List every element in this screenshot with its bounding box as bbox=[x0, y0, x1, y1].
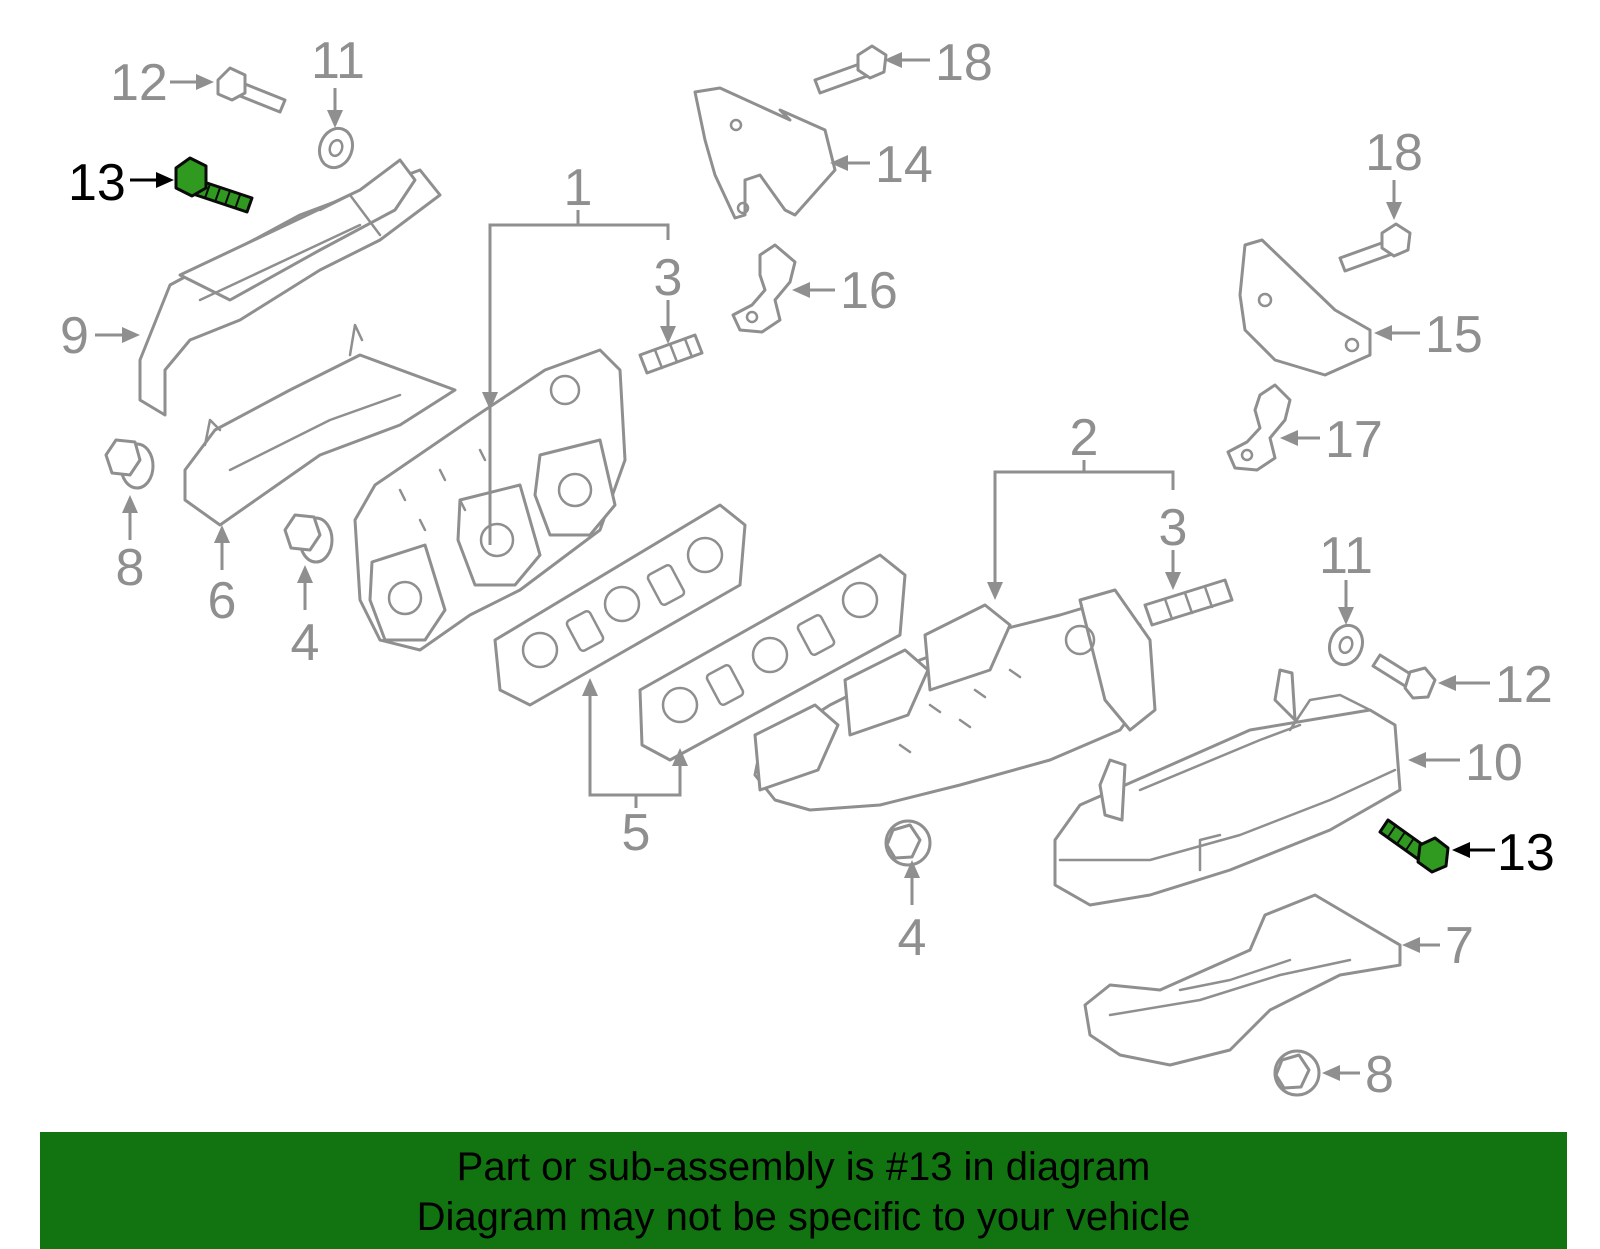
callout-11-right: 11 bbox=[1319, 527, 1373, 585]
part-4-nut-left[interactable] bbox=[283, 513, 334, 564]
part-18-bolt-right[interactable] bbox=[1338, 222, 1412, 273]
part-18-bolt-top[interactable] bbox=[813, 44, 888, 95]
part-2-exhaust-manifold[interactable] bbox=[753, 588, 1157, 812]
part-3-stud-left[interactable] bbox=[638, 333, 704, 375]
banner-line-disclaimer: Diagram may not be specific to your vehi… bbox=[416, 1195, 1191, 1239]
part-12-bolt-right[interactable] bbox=[1371, 653, 1437, 700]
callout-3-left: 3 bbox=[654, 249, 683, 307]
callout-10: 10 bbox=[1465, 734, 1523, 792]
callout-12-right: 12 bbox=[1495, 656, 1553, 714]
leader-lines bbox=[95, 52, 1495, 1081]
callout-7: 7 bbox=[1445, 917, 1474, 975]
part-11-washer-right[interactable] bbox=[1324, 621, 1368, 670]
callout-2: 2 bbox=[1070, 409, 1099, 467]
part-15-bracket[interactable] bbox=[1238, 238, 1372, 377]
callout-18-top: 18 bbox=[935, 34, 993, 92]
callout-15: 15 bbox=[1425, 306, 1483, 364]
part-10-heat-shield[interactable] bbox=[1053, 668, 1402, 907]
callout-14: 14 bbox=[875, 136, 933, 194]
part-8-nut-left[interactable] bbox=[104, 438, 155, 490]
callout-12-left: 12 bbox=[110, 54, 168, 112]
part-13-bolt-right[interactable] bbox=[1378, 818, 1450, 874]
callout-11-left: 11 bbox=[311, 32, 365, 90]
part-16-bracket[interactable] bbox=[731, 243, 797, 334]
callout-13-left: 13 bbox=[68, 154, 126, 212]
callout-8-left: 8 bbox=[116, 539, 145, 597]
callout-8-right: 8 bbox=[1365, 1046, 1394, 1104]
callout-3-right: 3 bbox=[1159, 499, 1188, 557]
part-3-stud-right[interactable] bbox=[1143, 578, 1234, 627]
callout-9: 9 bbox=[60, 307, 89, 365]
part-6-heat-shield[interactable] bbox=[183, 323, 457, 527]
callout-18-right: 18 bbox=[1365, 124, 1423, 182]
callout-16: 16 bbox=[840, 262, 898, 320]
callout-4-right: 4 bbox=[898, 909, 927, 967]
part-8-nut-right[interactable] bbox=[1273, 1049, 1321, 1097]
part-5-gaskets[interactable] bbox=[493, 503, 907, 762]
part-9-heat-shield[interactable] bbox=[138, 158, 442, 417]
callout-4-left: 4 bbox=[291, 614, 320, 672]
part-4-nut-right[interactable] bbox=[884, 819, 932, 867]
info-banner: Part or sub-assembly is #13 in diagram D… bbox=[40, 1132, 1567, 1249]
banner-line-part: Part or sub-assembly is #13 in diagram bbox=[456, 1145, 1151, 1189]
part-7-heat-shield[interactable] bbox=[1083, 893, 1402, 1067]
callout-labels: 1 2 3 3 4 4 5 6 7 8 8 9 10 11 11 12 12 1… bbox=[60, 32, 1555, 1104]
callout-13-right: 13 bbox=[1497, 824, 1555, 882]
part-13-bolt-left[interactable] bbox=[174, 156, 254, 214]
callout-17: 17 bbox=[1325, 411, 1383, 469]
part-14-bracket[interactable] bbox=[693, 86, 837, 220]
part-17-bracket[interactable] bbox=[1226, 383, 1292, 472]
callout-1: 1 bbox=[564, 159, 593, 217]
part-12-bolt-left[interactable] bbox=[216, 66, 287, 114]
callout-6: 6 bbox=[208, 572, 237, 630]
part-11-washer-left[interactable] bbox=[314, 124, 358, 173]
callout-5: 5 bbox=[622, 804, 651, 862]
